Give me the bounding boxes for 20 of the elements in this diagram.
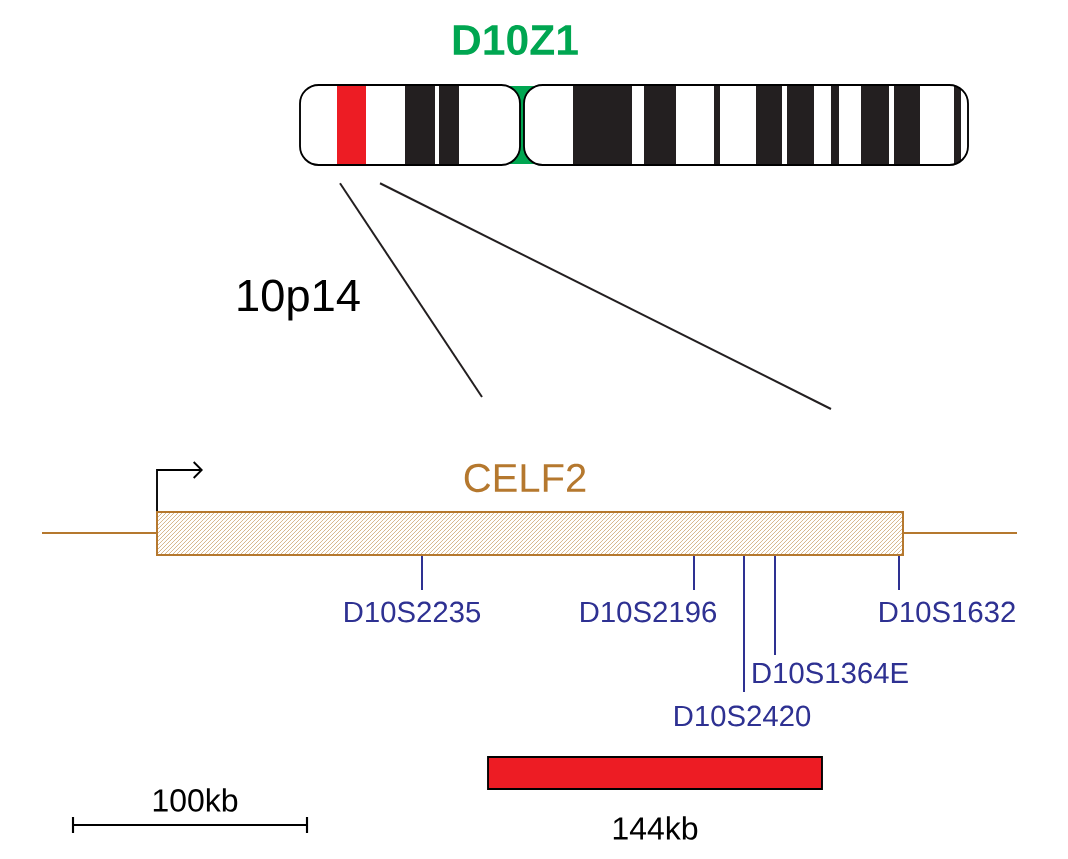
zoom-line (379, 182, 832, 410)
leader-line (693, 555, 695, 591)
marker-label: D10S1632 (880, 601, 1015, 623)
leader-line (898, 555, 900, 591)
marker-label: D10S2420 (675, 705, 811, 727)
marker-label: D10S1364E (753, 662, 908, 684)
node-label: 144kb (613, 816, 698, 840)
zoom-line (339, 182, 483, 398)
region-bar: 144kb (487, 756, 823, 840)
leader-line (743, 555, 745, 693)
chromosome-drawing (299, 84, 969, 166)
node-label: CELF2 (464, 463, 586, 493)
marker-label: D10S2196 (581, 601, 716, 623)
gene-box: CELF2 (156, 463, 904, 556)
scale-label: 100kb (153, 788, 238, 812)
marker-label: D10S2235 (345, 601, 481, 623)
leader-line (421, 555, 423, 591)
band-label: 10p14 (238, 279, 360, 321)
leader-line (774, 555, 776, 656)
probe-label: D10Z1 (453, 24, 578, 56)
